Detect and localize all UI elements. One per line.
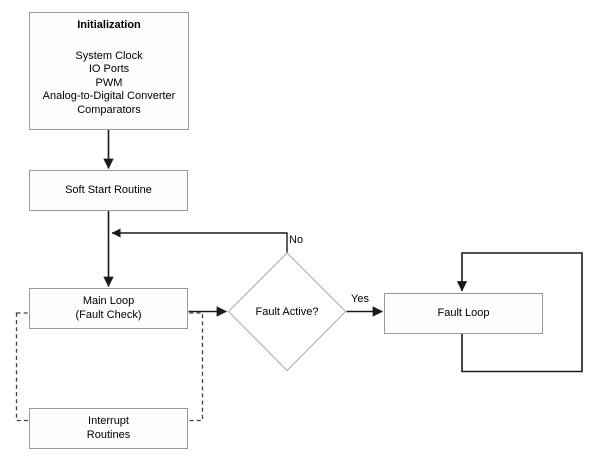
interrupt-routines-line: Routines (86, 428, 131, 441)
initialization-title: Initialization (77, 19, 141, 31)
node-initialization: Initialization System Clock IO Ports PWM… (29, 12, 189, 130)
node-main-loop: Main Loop (Fault Check) (29, 288, 188, 329)
initialization-item: PWM (95, 76, 123, 89)
decision-diamond (227, 252, 347, 372)
node-soft-start-routine: Soft Start Routine (29, 170, 188, 211)
initialization-item: Comparators (77, 103, 141, 116)
main-loop-line: Main Loop (82, 295, 135, 307)
decision-label: Fault Active? (255, 306, 319, 318)
edge-faultloop-cycle (456, 252, 583, 373)
main-loop-line: (Fault Check) (75, 308, 142, 321)
initialization-item: IO Ports (88, 63, 130, 75)
edge-label-no: No (289, 234, 304, 246)
soft-start-label: Soft Start Routine (65, 183, 152, 196)
edge-no-return (111, 228, 288, 253)
node-fault-loop: Fault Loop (384, 293, 543, 334)
initialization-item: Analog-to-Digital Converter (42, 90, 176, 102)
initialization-item: System Clock (75, 49, 143, 62)
edge-label-yes: Yes (351, 293, 369, 305)
interrupt-dashed-boundary (15, 312, 204, 422)
node-interrupt-routines: Interrupt Routines (29, 408, 188, 449)
fault-loop-label: Fault Loop (437, 306, 490, 319)
interrupt-routines-line: Interrupt (88, 415, 129, 427)
